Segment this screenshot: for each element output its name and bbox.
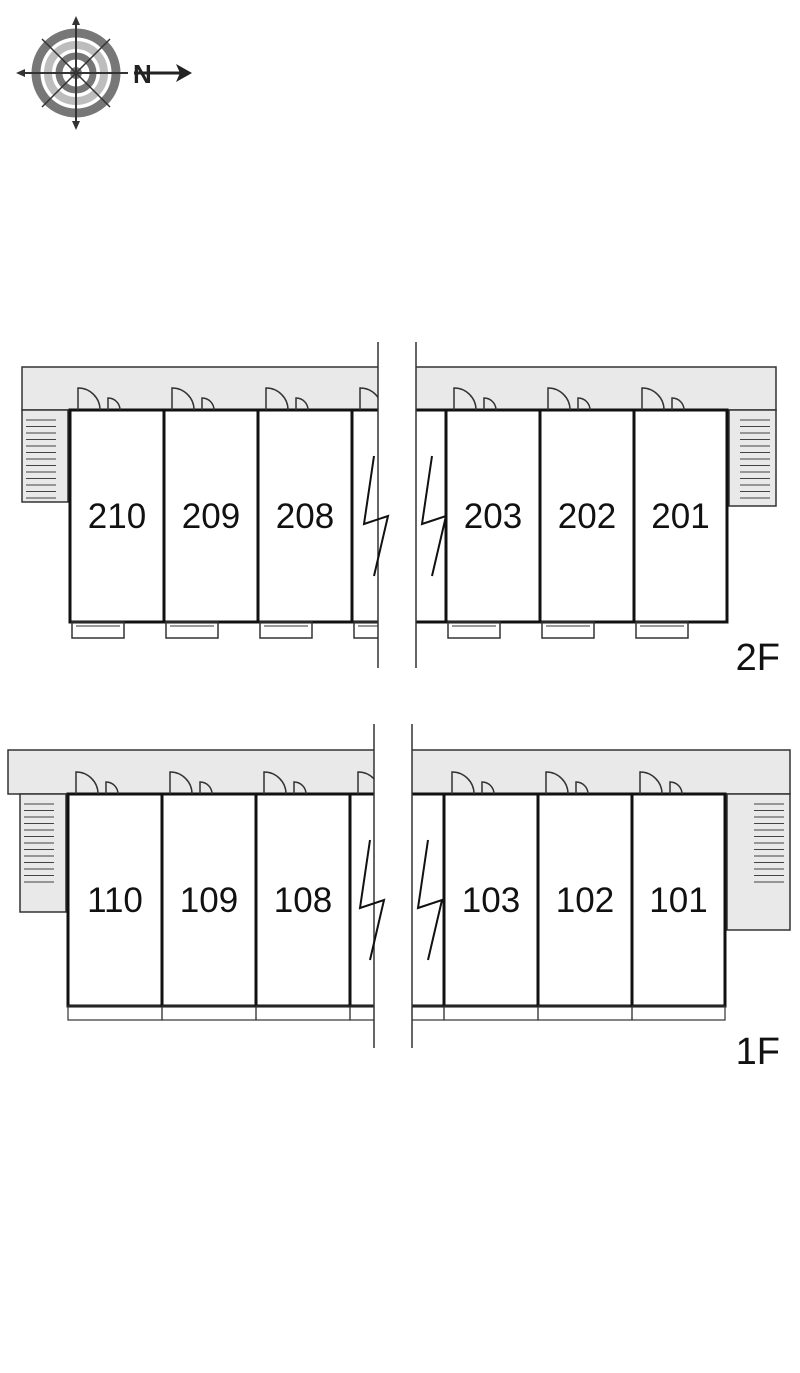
door-icon bbox=[639, 771, 663, 795]
room-number: 203 bbox=[464, 497, 522, 536]
door-icon bbox=[169, 771, 193, 795]
break-gap bbox=[374, 724, 412, 1048]
room-outline bbox=[444, 408, 542, 624]
floor-1f: 110 109 108 103 102 101 1F bbox=[7, 724, 791, 1073]
room-unit: 102 bbox=[536, 771, 634, 1021]
window-door-icon bbox=[671, 397, 685, 411]
room-unit: 108 bbox=[254, 771, 352, 1021]
door-icon bbox=[263, 771, 287, 795]
balcony bbox=[71, 621, 125, 639]
room-unit: 103 bbox=[442, 771, 540, 1021]
room-outline bbox=[630, 792, 727, 1008]
room-number: 102 bbox=[556, 881, 614, 920]
ground-strip bbox=[161, 1005, 257, 1021]
stair-left bbox=[19, 793, 67, 913]
door-icon bbox=[547, 387, 571, 411]
door-icon bbox=[75, 771, 99, 795]
room-number: 209 bbox=[182, 497, 240, 536]
door-icon bbox=[171, 387, 195, 411]
door-icon bbox=[453, 387, 477, 411]
room-outline bbox=[632, 408, 729, 624]
break-zigzag bbox=[416, 839, 444, 961]
ground-strip bbox=[255, 1005, 351, 1021]
room-unit: 202 bbox=[538, 387, 636, 639]
window-door-icon bbox=[577, 397, 591, 411]
window-door-icon bbox=[201, 397, 215, 411]
floor-label: 2F bbox=[736, 637, 780, 679]
door-icon bbox=[77, 387, 101, 411]
room-number: 101 bbox=[649, 881, 707, 920]
window-door-icon bbox=[575, 781, 589, 795]
room-unit: 109 bbox=[160, 771, 258, 1021]
room-number: 108 bbox=[274, 881, 332, 920]
room-unit: 201 bbox=[632, 387, 729, 639]
room-outline bbox=[538, 408, 636, 624]
break-zigzag bbox=[362, 455, 390, 577]
room-number: 109 bbox=[180, 881, 238, 920]
window-door-icon bbox=[481, 781, 495, 795]
room-unit: 210 bbox=[68, 387, 166, 639]
window-door-icon bbox=[669, 781, 683, 795]
break-gap bbox=[378, 342, 416, 668]
ground-strip bbox=[443, 1005, 539, 1021]
room-unit: 110 bbox=[66, 771, 164, 1021]
balcony bbox=[447, 621, 501, 639]
room-outline bbox=[160, 792, 258, 1008]
window-door-icon bbox=[107, 397, 121, 411]
break-zigzag bbox=[420, 455, 448, 577]
break-zigzag bbox=[358, 839, 386, 961]
door-icon bbox=[451, 771, 475, 795]
room-number: 208 bbox=[276, 497, 334, 536]
north-label: N bbox=[133, 59, 152, 89]
room-outline bbox=[256, 408, 354, 624]
balcony bbox=[635, 621, 689, 639]
room-number: 110 bbox=[87, 881, 143, 920]
balcony bbox=[259, 621, 313, 639]
ground-strip bbox=[67, 1005, 163, 1021]
ground-strip bbox=[537, 1005, 633, 1021]
balcony bbox=[541, 621, 595, 639]
door-icon bbox=[641, 387, 665, 411]
window-door-icon bbox=[199, 781, 213, 795]
room-number: 103 bbox=[462, 881, 520, 920]
room-unit: 208 bbox=[256, 387, 354, 639]
stair-left bbox=[21, 409, 69, 503]
room-outline bbox=[162, 408, 260, 624]
window-door-icon bbox=[293, 781, 307, 795]
balcony bbox=[165, 621, 219, 639]
room-number: 210 bbox=[88, 497, 146, 536]
compass-icon: N bbox=[16, 16, 192, 130]
room-number: 202 bbox=[558, 497, 616, 536]
ground-strip bbox=[631, 1005, 726, 1021]
window-door-icon bbox=[295, 397, 309, 411]
room-unit: 203 bbox=[444, 387, 542, 639]
door-icon bbox=[265, 387, 289, 411]
room-unit: 209 bbox=[162, 387, 260, 639]
room-unit: 101 bbox=[630, 771, 727, 1021]
room-number: 201 bbox=[651, 497, 709, 536]
window-door-icon bbox=[483, 397, 497, 411]
floor-label: 1F bbox=[736, 1031, 780, 1073]
door-icon bbox=[545, 771, 569, 795]
floor-2f: 210 209 208 203 202 201 2F bbox=[21, 342, 780, 679]
window-door-icon bbox=[105, 781, 119, 795]
